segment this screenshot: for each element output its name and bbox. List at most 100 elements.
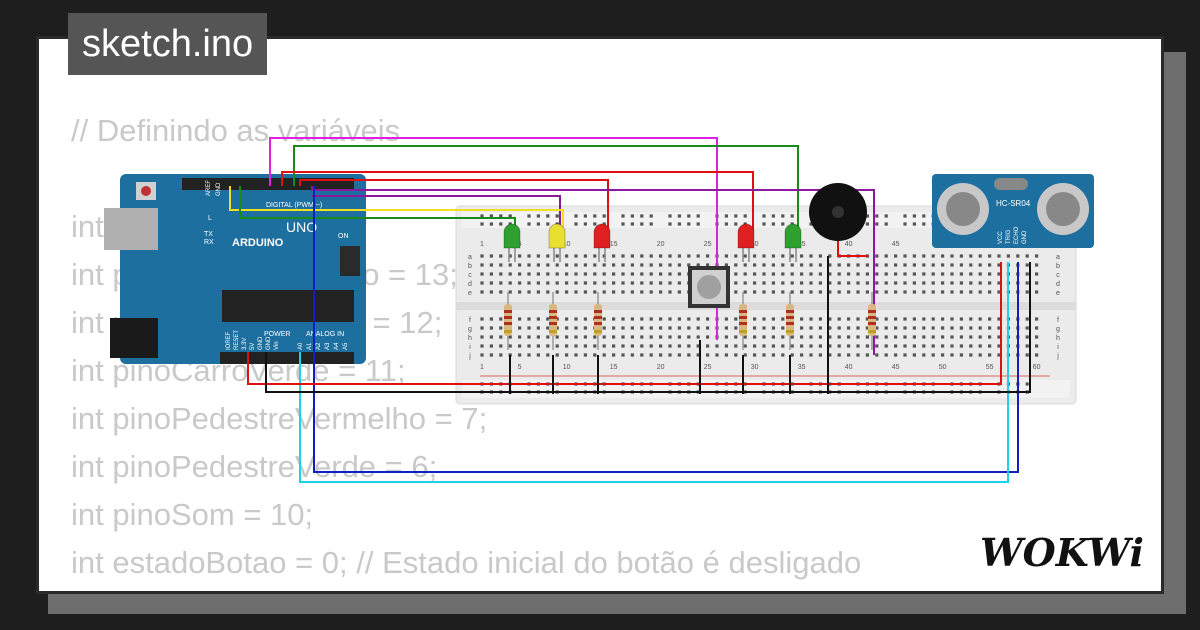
breadboard-hole — [828, 263, 832, 267]
rail-hole — [734, 222, 738, 226]
breadboard-hole — [649, 353, 653, 357]
breadboard-hole — [536, 263, 540, 267]
rail-hole — [809, 222, 813, 226]
breadboard-hole — [668, 272, 672, 276]
rail-hole — [527, 222, 531, 226]
breadboard-hole — [546, 353, 550, 357]
rail-hole — [630, 222, 634, 226]
breadboard-hole — [499, 272, 503, 276]
breadboard-hole — [583, 335, 587, 339]
breadboard-hole — [941, 290, 945, 294]
breadboard-hole — [696, 344, 700, 348]
row-letter: e — [1056, 290, 1060, 297]
breadboard-hole — [1025, 335, 1029, 339]
breadboard-hole — [621, 344, 625, 348]
breadboard-hole — [499, 353, 503, 357]
breadboard-hole — [950, 254, 954, 258]
breadboard-hole — [903, 254, 907, 258]
column-number: 10 — [563, 241, 571, 248]
breadboard-hole — [753, 272, 757, 276]
breadboard-hole — [574, 317, 578, 321]
breadboard-hole — [856, 263, 860, 267]
breadboard-hole — [536, 290, 540, 294]
rail-hole — [480, 214, 484, 218]
led-red-pedestrian[interactable] — [737, 223, 755, 262]
rail-hole — [903, 222, 907, 226]
breadboard-hole — [593, 272, 597, 276]
led-red-car[interactable] — [593, 223, 611, 262]
breadboard-hole — [518, 290, 522, 294]
breadboard-hole — [527, 326, 531, 330]
breadboard-hole — [743, 344, 747, 348]
breadboard-hole — [875, 317, 879, 321]
breadboard-hole — [837, 344, 841, 348]
wire — [299, 262, 1009, 483]
code-line: int estadoBotao = 0; // Estado inicial d… — [71, 545, 862, 580]
breadboard-hole — [508, 344, 512, 348]
breadboard-hole — [912, 326, 916, 330]
file-tab[interactable]: sketch.ino — [68, 13, 268, 75]
breadboard-hole — [969, 281, 973, 285]
breadboard-hole — [800, 353, 804, 357]
breadboard-hole — [978, 263, 982, 267]
rail-hole — [884, 214, 888, 218]
breadboard-hole — [583, 272, 587, 276]
breadboard-hole — [884, 263, 888, 267]
wire — [837, 240, 868, 257]
rail-hole — [489, 222, 493, 226]
breadboard-hole — [809, 281, 813, 285]
breadboard-hole — [800, 263, 804, 267]
breadboard-hole — [508, 290, 512, 294]
breadboard-hole — [630, 254, 634, 258]
breadboard-hole — [696, 254, 700, 258]
breadboard-hole — [724, 326, 728, 330]
breadboard-hole — [518, 317, 522, 321]
breadboard-hole — [706, 263, 710, 267]
breadboard-hole — [800, 326, 804, 330]
breadboard-hole — [762, 317, 766, 321]
breadboard-hole — [894, 335, 898, 339]
led-green-pedestrian[interactable] — [784, 223, 802, 262]
breadboard-hole — [922, 290, 926, 294]
breadboard-hole — [508, 254, 512, 258]
breadboard-hole — [922, 344, 926, 348]
led-yellow-car[interactable] — [548, 223, 566, 262]
analog-pin-label: A5 — [343, 342, 349, 350]
buzzer[interactable] — [809, 183, 867, 241]
breadboard-hole — [903, 281, 907, 285]
breadboard-hole — [743, 290, 747, 294]
resistor — [594, 292, 602, 350]
column-number: 40 — [845, 364, 853, 371]
breadboard-hole — [687, 326, 691, 330]
breadboard-hole — [997, 335, 1001, 339]
rail-hole — [583, 222, 587, 226]
breadboard-hole — [959, 317, 963, 321]
rail-hole — [555, 222, 559, 226]
breadboard-hole — [1035, 317, 1039, 321]
usb-port — [104, 208, 158, 250]
push-button[interactable] — [688, 266, 730, 308]
arduino-uno[interactable]: DIGITAL (PWM ~) ARDUINO UNO ON TX RX L P… — [104, 174, 366, 364]
breadboard-hole — [602, 263, 606, 267]
breadboard-hole — [649, 326, 653, 330]
breadboard-hole — [884, 317, 888, 321]
on-label: ON — [338, 233, 349, 240]
led-green-car[interactable] — [503, 223, 521, 262]
breadboard-hole — [508, 335, 512, 339]
breadboard-hole — [734, 335, 738, 339]
breadboard-hole — [818, 344, 822, 348]
breadboard-hole — [1025, 263, 1029, 267]
breadboard-hole — [1025, 272, 1029, 276]
breadboard-hole — [649, 254, 653, 258]
breadboard-hole — [687, 254, 691, 258]
breadboard-hole — [800, 254, 804, 258]
breadboard-hole — [978, 281, 982, 285]
breadboard-hole — [734, 353, 738, 357]
rail-hole — [696, 222, 700, 226]
rail-hole — [724, 214, 728, 218]
breadboard-hole — [612, 353, 616, 357]
breadboard-hole — [1025, 353, 1029, 357]
breadboard-hole — [809, 344, 813, 348]
